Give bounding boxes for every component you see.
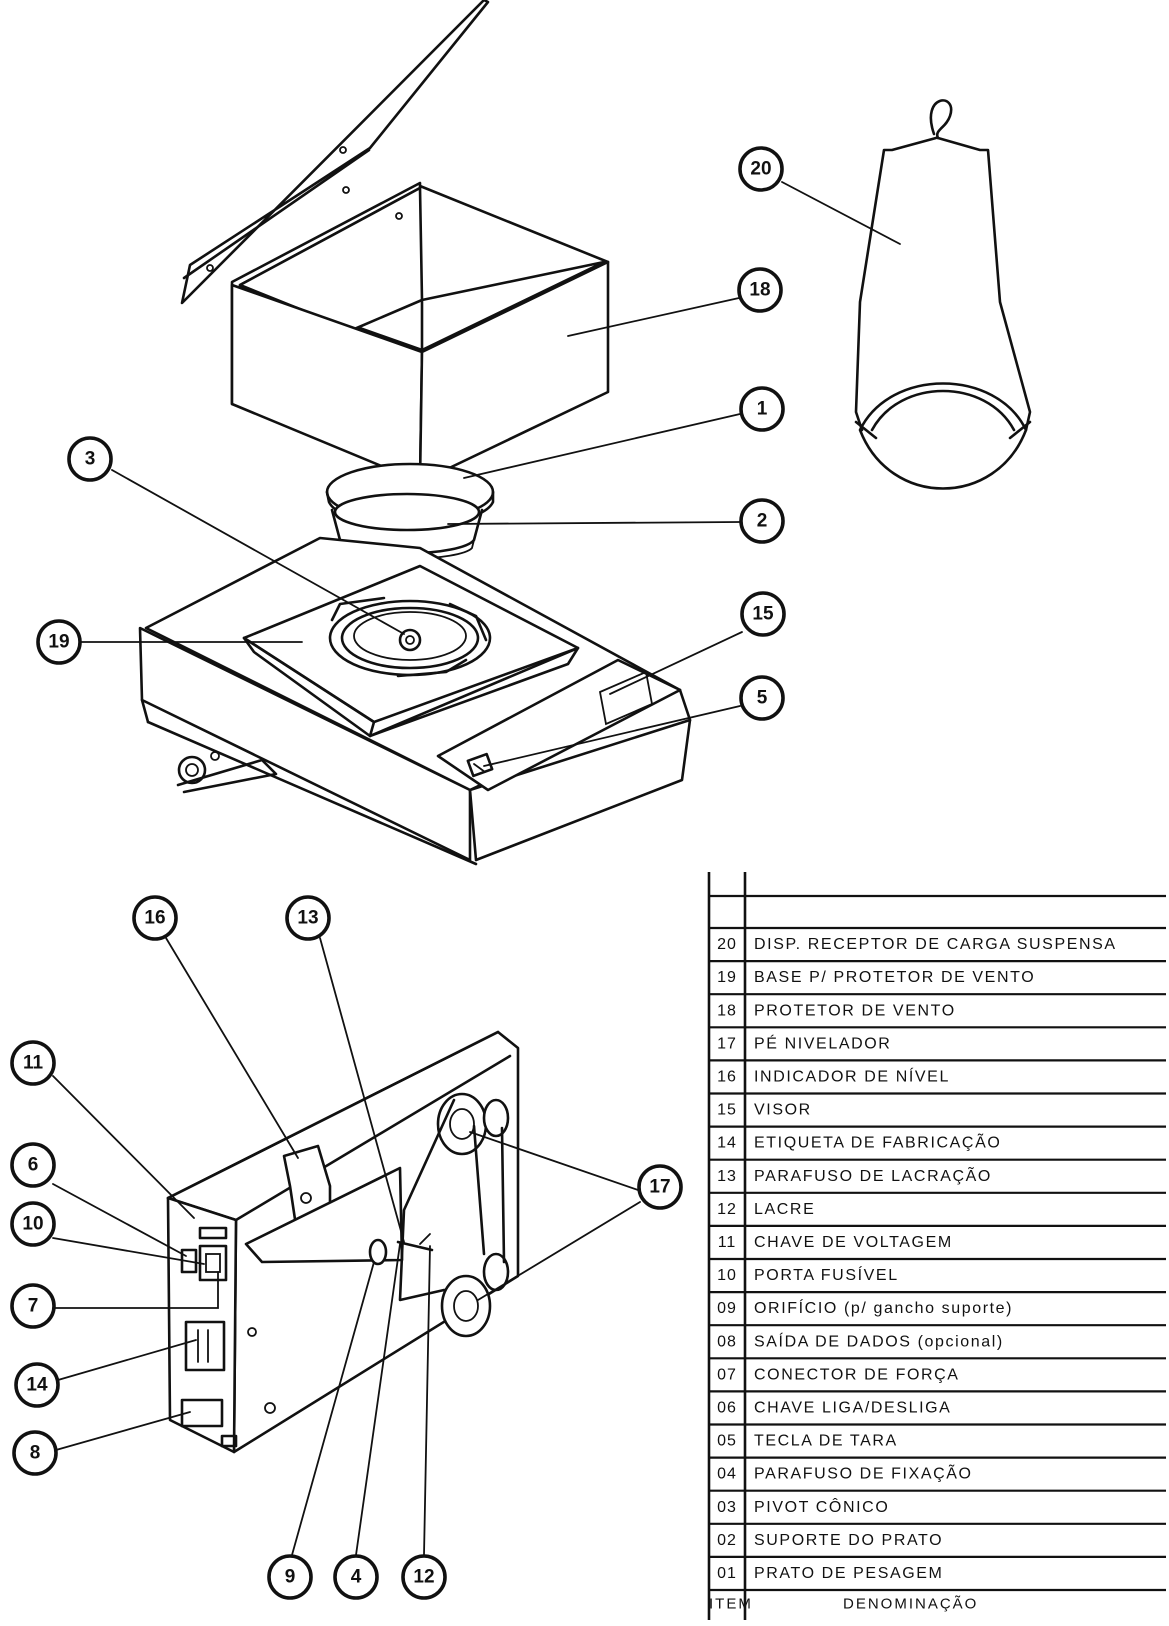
balance-body bbox=[138, 536, 692, 866]
rear-view-body bbox=[166, 1030, 520, 1454]
callout-5: 5 bbox=[739, 675, 785, 721]
table-item-name: CHAVE DE VOLTAGEM bbox=[754, 1234, 953, 1251]
svg-text:12: 12 bbox=[413, 1567, 434, 1588]
callout-3: 3 bbox=[67, 436, 113, 482]
table-item-number: 05 bbox=[717, 1433, 737, 1450]
svg-text:14: 14 bbox=[26, 1375, 48, 1396]
wind-protector-base bbox=[328, 596, 492, 678]
callout-16: 16 bbox=[132, 895, 178, 941]
callout-1: 1 bbox=[739, 386, 785, 432]
table-item-name: PÉ NIVELADOR bbox=[754, 1033, 891, 1052]
callout-7: 7 bbox=[10, 1283, 56, 1329]
table-item-name: SAÍDA DE DADOS (opcional) bbox=[754, 1331, 1004, 1350]
svg-text:20: 20 bbox=[750, 159, 771, 180]
leader-lines bbox=[52, 181, 901, 1556]
svg-text:10: 10 bbox=[22, 1214, 43, 1235]
svg-text:7: 7 bbox=[28, 1296, 39, 1317]
table-item-name: PROTETOR DE VENTO bbox=[754, 1002, 956, 1019]
svg-text:3: 3 bbox=[85, 449, 96, 470]
table-item-name: ORIFÍCIO (p/ gancho suporte) bbox=[754, 1298, 1013, 1317]
table-item-number: 10 bbox=[717, 1267, 737, 1284]
parts-table: 20 DISP. RECEPTOR DE CARGA SUSPENSA 19 BASE… bbox=[707, 872, 1166, 1620]
svg-text:2: 2 bbox=[757, 511, 768, 532]
table-item-name: INDICADOR DE NÍVEL bbox=[754, 1066, 950, 1085]
callout-10: 10 bbox=[10, 1201, 56, 1247]
callout-9: 9 bbox=[267, 1554, 313, 1600]
callout-19: 19 bbox=[36, 619, 82, 665]
callout-11: 11 bbox=[10, 1040, 56, 1086]
table-item-number: 01 bbox=[717, 1565, 737, 1582]
table-item-number: 08 bbox=[717, 1333, 737, 1350]
table-header-item: ITEM bbox=[709, 1596, 753, 1613]
svg-text:8: 8 bbox=[30, 1443, 41, 1464]
callout-15: 15 bbox=[740, 591, 786, 637]
svg-text:16: 16 bbox=[144, 908, 165, 929]
svg-text:9: 9 bbox=[285, 1567, 296, 1588]
table-item-name: SUPORTE DO PRATO bbox=[754, 1532, 943, 1549]
table-item-number: 09 bbox=[717, 1300, 737, 1317]
table-item-name: BASE P/ PROTETOR DE VENTO bbox=[754, 969, 1035, 986]
table-item-name: PARAFUSO DE LACRAÇÃO bbox=[754, 1165, 992, 1185]
callout-8: 8 bbox=[12, 1430, 58, 1476]
table-item-number: 04 bbox=[717, 1466, 737, 1483]
callout-6: 6 bbox=[10, 1142, 56, 1188]
svg-text:11: 11 bbox=[23, 1053, 44, 1074]
svg-text:18: 18 bbox=[749, 280, 770, 301]
table-item-number: 20 bbox=[717, 936, 737, 953]
table-item-number: 14 bbox=[717, 1135, 737, 1152]
svg-text:4: 4 bbox=[351, 1567, 362, 1588]
callout-17: 17 bbox=[637, 1164, 683, 1210]
table-item-number: 17 bbox=[717, 1035, 737, 1052]
table-item-name: TECLA DE TARA bbox=[754, 1433, 898, 1450]
callout-14: 14 bbox=[14, 1362, 60, 1408]
table-item-name: DISP. RECEPTOR DE CARGA SUSPENSA bbox=[754, 936, 1117, 953]
suspended-load-receiver bbox=[854, 99, 1032, 490]
table-item-name: PORTA FUSÍVEL bbox=[754, 1265, 899, 1284]
callout-13: 13 bbox=[285, 895, 331, 941]
svg-text:6: 6 bbox=[28, 1155, 39, 1176]
wind-protector-lid bbox=[180, 0, 490, 305]
svg-text:17: 17 bbox=[649, 1177, 670, 1198]
table-item-number: 11 bbox=[718, 1234, 737, 1251]
table-item-name: PRATO DE PESAGEM bbox=[754, 1565, 944, 1582]
table-item-name: ETIQUETA DE FABRICAÇÃO bbox=[754, 1132, 1001, 1152]
table-item-number: 19 bbox=[717, 969, 737, 986]
table-item-number: 02 bbox=[717, 1532, 737, 1549]
table-rows: 20 DISP. RECEPTOR DE CARGA SUSPENSA 19 BASE… bbox=[709, 936, 1166, 1592]
table-item-name: CONECTOR DE FORÇA bbox=[754, 1366, 960, 1383]
table-item-number: 03 bbox=[717, 1499, 737, 1516]
callout-12: 12 bbox=[401, 1554, 447, 1600]
table-item-name: LACRE bbox=[754, 1201, 815, 1218]
callout-2: 2 bbox=[739, 498, 785, 544]
table-item-number: 06 bbox=[717, 1399, 737, 1416]
svg-text:5: 5 bbox=[757, 688, 768, 709]
svg-text:19: 19 bbox=[48, 632, 69, 653]
table-item-name: PIVOT CÔNICO bbox=[754, 1497, 889, 1516]
svg-text:1: 1 bbox=[757, 399, 768, 420]
svg-text:15: 15 bbox=[752, 604, 774, 625]
wind-protector-box bbox=[230, 181, 610, 484]
svg-text:13: 13 bbox=[297, 908, 318, 929]
table-item-number: 18 bbox=[717, 1002, 737, 1019]
table-item-number: 12 bbox=[717, 1201, 737, 1218]
table-item-number: 16 bbox=[717, 1068, 737, 1085]
table-item-number: 13 bbox=[717, 1168, 737, 1185]
table-item-name: PARAFUSO DE FIXAÇÃO bbox=[754, 1463, 973, 1483]
table-item-number: 15 bbox=[717, 1102, 737, 1119]
callout-20: 20 bbox=[738, 146, 784, 192]
table-header-name: DENOMINAÇÃO bbox=[843, 1596, 978, 1613]
table-item-name: VISOR bbox=[754, 1102, 812, 1119]
table-item-number: 07 bbox=[717, 1366, 737, 1383]
callout-18: 18 bbox=[737, 267, 783, 313]
callout-4: 4 bbox=[333, 1554, 379, 1600]
table-item-name: CHAVE LIGA/DESLIGA bbox=[754, 1399, 951, 1416]
